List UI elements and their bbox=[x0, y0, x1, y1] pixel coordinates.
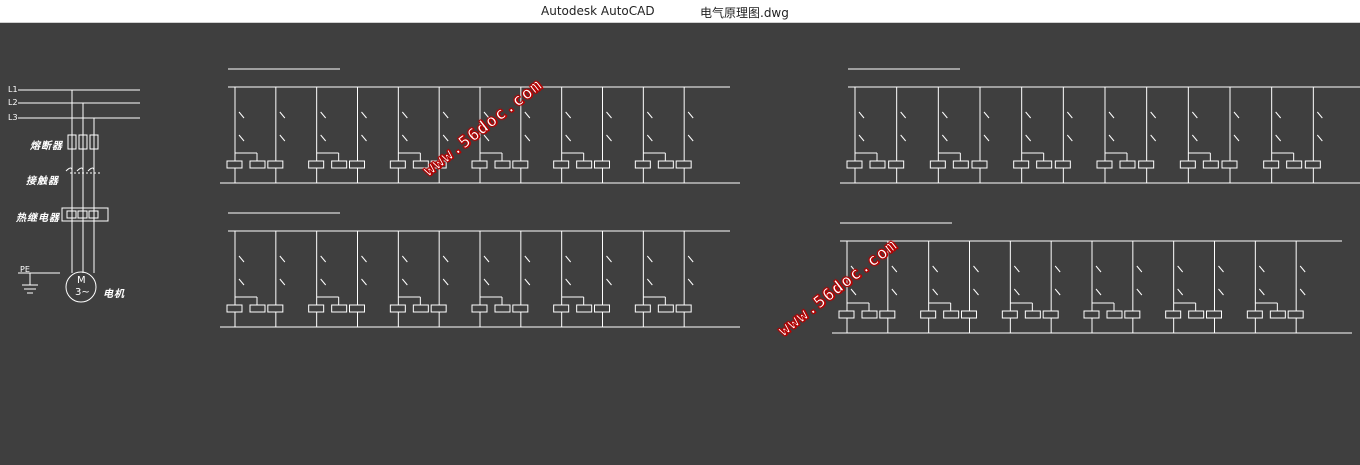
drawing-canvas[interactable]: L1 L2 L3 熔断器 接触器 热继电器 电机 PE M 3~ www.56d… bbox=[0, 23, 1360, 465]
motor-label: 电机 bbox=[103, 289, 125, 300]
app-name: Autodesk AutoCAD bbox=[541, 4, 655, 18]
title-bar: Autodesk AutoCAD 电气原理图.dwg bbox=[0, 0, 1360, 23]
thermal-relay-label: 热继电器 bbox=[16, 213, 60, 224]
line-label-l3: L3 bbox=[8, 113, 18, 122]
line-label-l2: L2 bbox=[8, 98, 18, 107]
pe-label: PE bbox=[20, 265, 30, 274]
motor-symbol-m: M bbox=[77, 275, 86, 286]
contactor-label: 接触器 bbox=[26, 176, 59, 187]
schematic-svg bbox=[18, 68, 1360, 334]
fuse-label: 熔断器 bbox=[30, 141, 63, 152]
line-label-l1: L1 bbox=[8, 85, 18, 94]
document-title: 电气原理图.dwg bbox=[700, 6, 789, 20]
motor-symbol-phase: 3~ bbox=[75, 287, 90, 298]
